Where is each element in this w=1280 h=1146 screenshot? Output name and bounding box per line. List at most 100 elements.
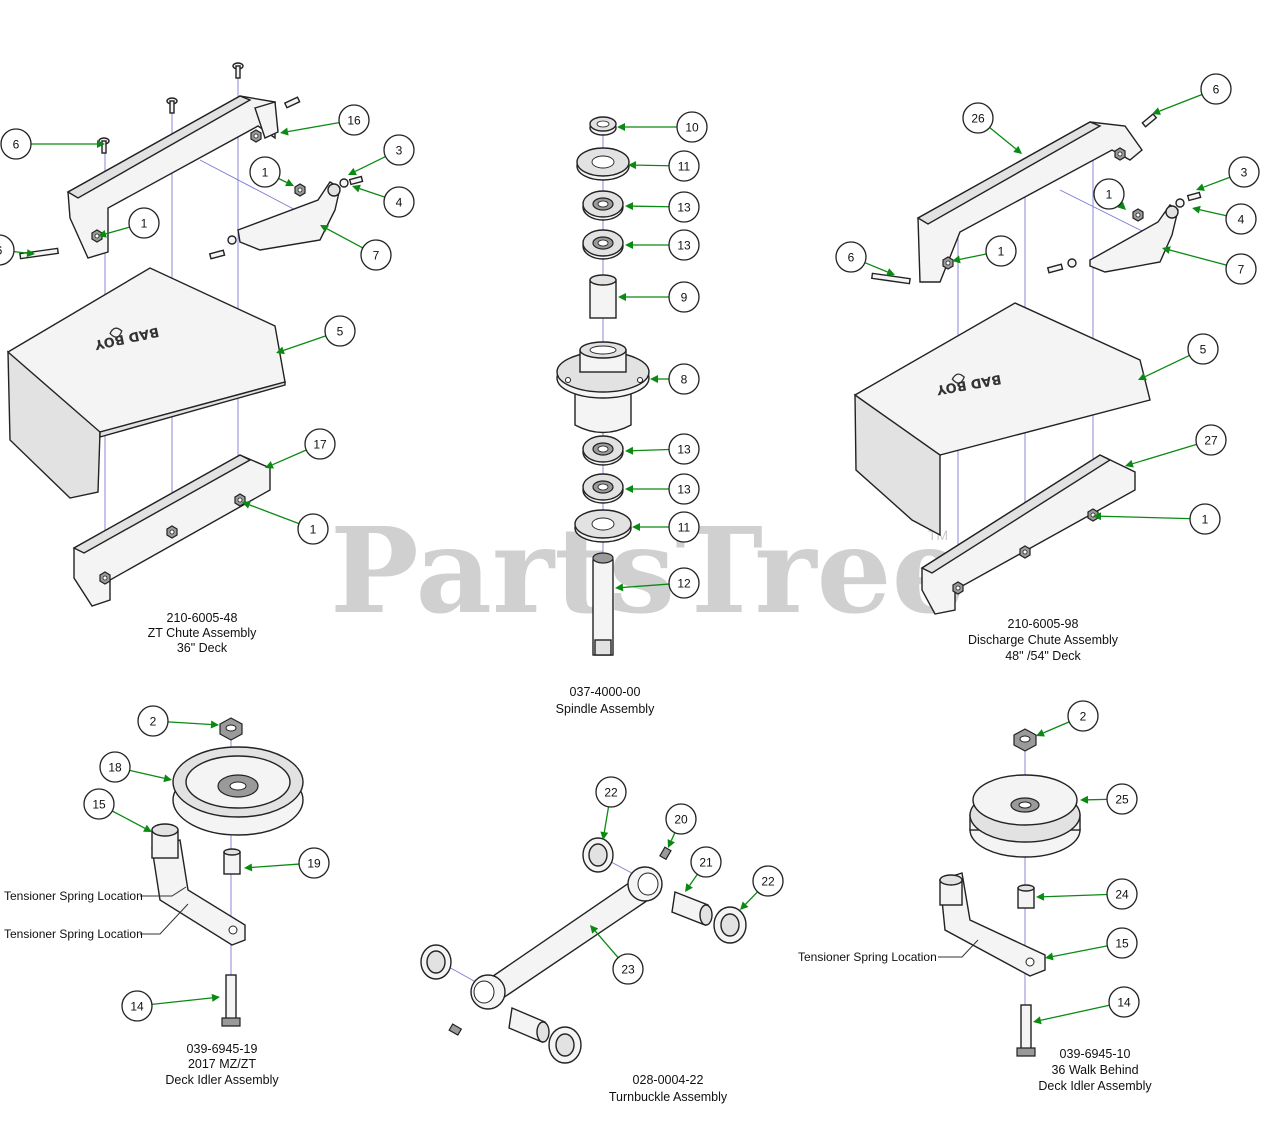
leader-line <box>354 156 386 173</box>
hex-bolt <box>19 247 60 260</box>
callout-circle <box>668 567 700 599</box>
callout-number: 2 <box>1080 710 1087 724</box>
leader-arrowhead <box>242 501 251 509</box>
callout-circle <box>0 234 15 266</box>
callout-number: 1 <box>1202 513 1209 527</box>
hex-nut <box>1019 545 1031 559</box>
leader-arrowhead <box>1138 372 1147 381</box>
leader-line <box>622 583 670 589</box>
callout-number: 7 <box>1238 263 1245 277</box>
callout-number: 22 <box>761 875 775 889</box>
callout-circle <box>668 229 700 261</box>
leader-arrowhead <box>1196 183 1205 191</box>
leader-line <box>603 806 610 833</box>
callout-circle <box>595 776 627 808</box>
callout-number: 21 <box>699 856 713 870</box>
spindle-housing <box>556 341 650 434</box>
leader-arrowhead <box>650 375 658 383</box>
callout-circle <box>1200 73 1232 105</box>
callout-number: 17 <box>313 438 327 452</box>
callout-number: 4 <box>1238 213 1245 227</box>
callout-number: 22 <box>604 786 618 800</box>
callout-circle <box>249 156 281 188</box>
leader-line <box>1100 515 1191 520</box>
caption-idler-mz-detail: Deck Idler Assembly <box>165 1073 279 1087</box>
leader-line <box>864 262 888 273</box>
leader-line <box>1199 209 1227 217</box>
bearing <box>582 473 624 504</box>
leader-line <box>287 121 340 133</box>
callout-circle <box>668 473 700 505</box>
hex-nut <box>1114 147 1126 161</box>
callout-number: 10 <box>685 121 699 135</box>
leader-line <box>105 226 130 235</box>
callout-circle <box>324 315 356 347</box>
leader-line <box>1203 176 1231 188</box>
leader-line <box>959 253 987 261</box>
callout-circle <box>1225 253 1257 285</box>
leader-line <box>632 205 670 208</box>
callout-circle <box>1106 927 1138 959</box>
caption-idler-walk-detail: Deck Idler Assembly <box>1038 1079 1152 1093</box>
callout-number: 5 <box>1200 343 1207 357</box>
callout-11: 11 <box>668 511 700 543</box>
leader-arrowhead <box>352 184 361 193</box>
leader-arrowhead <box>143 824 152 832</box>
leader-arrowhead <box>98 229 107 238</box>
callout-19: 19 <box>298 847 330 879</box>
spacer <box>1017 884 1035 909</box>
callout-number: 15 <box>1115 937 1129 951</box>
spindle-shaft <box>592 552 614 656</box>
leader-arrowhead <box>97 140 105 148</box>
callout-circle <box>985 235 1017 267</box>
leader-arrowhead <box>1036 892 1045 901</box>
seal <box>576 147 630 181</box>
callout-6: 6 <box>1200 73 1232 105</box>
leader-arrowhead <box>285 178 294 187</box>
callout-circle <box>83 788 115 820</box>
callout-number: 1 <box>998 245 1005 259</box>
callout-9: 9 <box>668 281 700 313</box>
callout-number: 20 <box>674 813 688 827</box>
callout-circle <box>668 281 700 313</box>
leader-line <box>1159 93 1203 112</box>
callout-number: 13 <box>677 201 691 215</box>
callout-16: 16 <box>338 104 370 136</box>
callout-5: 5 <box>324 315 356 347</box>
callout-25: 25 <box>1106 783 1138 815</box>
callout-leaders <box>13 93 1231 1025</box>
leader-arrowhead <box>244 863 253 872</box>
caption-zt-part: 210-6005-48 <box>167 611 238 625</box>
callout-4: 4 <box>383 186 415 218</box>
callout-circle <box>383 134 415 166</box>
callout-23: 23 <box>612 953 644 985</box>
caption-zt-name: ZT Chute Assembly <box>148 626 258 640</box>
leader-arrowhead <box>1125 459 1134 468</box>
tube-end <box>627 866 663 902</box>
callout-14: 14 <box>121 990 153 1022</box>
leader-line <box>745 891 759 905</box>
seal <box>574 509 632 543</box>
shoulder-bolt <box>1016 1004 1036 1057</box>
callout-6: 6 <box>835 241 867 273</box>
leader-arrowhead <box>320 225 329 233</box>
callout-18: 18 <box>99 751 131 783</box>
leader-arrowhead <box>280 127 289 136</box>
leader-arrowhead <box>625 241 633 249</box>
callout-6: 6 <box>0 234 15 266</box>
leader-line <box>151 997 213 1006</box>
leader-arrowhead <box>1093 512 1102 521</box>
callout-circle <box>668 191 700 223</box>
callout-circle <box>668 150 700 182</box>
callout-number: 1 <box>141 217 148 231</box>
callout-number: 18 <box>108 761 122 775</box>
callout-number: 3 <box>1241 166 1248 180</box>
flange-nut <box>1013 728 1037 752</box>
callout-number: 5 <box>337 325 344 339</box>
callout-22: 22 <box>752 865 784 897</box>
callout-number: 27 <box>1204 434 1218 448</box>
deflector-arm <box>1089 204 1179 273</box>
callout-circle <box>338 104 370 136</box>
leader-arrowhead <box>617 123 625 131</box>
callout-13: 13 <box>668 473 700 505</box>
